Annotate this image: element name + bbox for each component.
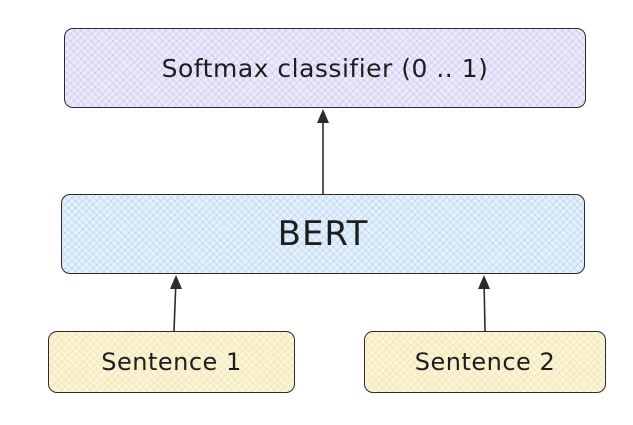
sentence-2-node: Sentence 2 xyxy=(364,331,606,393)
bert-label: BERT xyxy=(277,214,369,254)
arrow-sentence2-to-bert xyxy=(478,275,490,332)
bert-node: BERT xyxy=(61,194,585,274)
sentence-1-label: Sentence 1 xyxy=(101,348,242,376)
softmax-classifier-node: Softmax classifier (0 .. 1) xyxy=(64,28,586,108)
sentence-1-node: Sentence 1 xyxy=(48,331,295,393)
sentence-2-label: Sentence 2 xyxy=(414,348,556,376)
arrow-sentence1-to-bert xyxy=(170,275,182,332)
arrow-bert-to-softmax xyxy=(317,109,329,195)
softmax-classifier-label: Softmax classifier (0 .. 1) xyxy=(161,53,489,83)
